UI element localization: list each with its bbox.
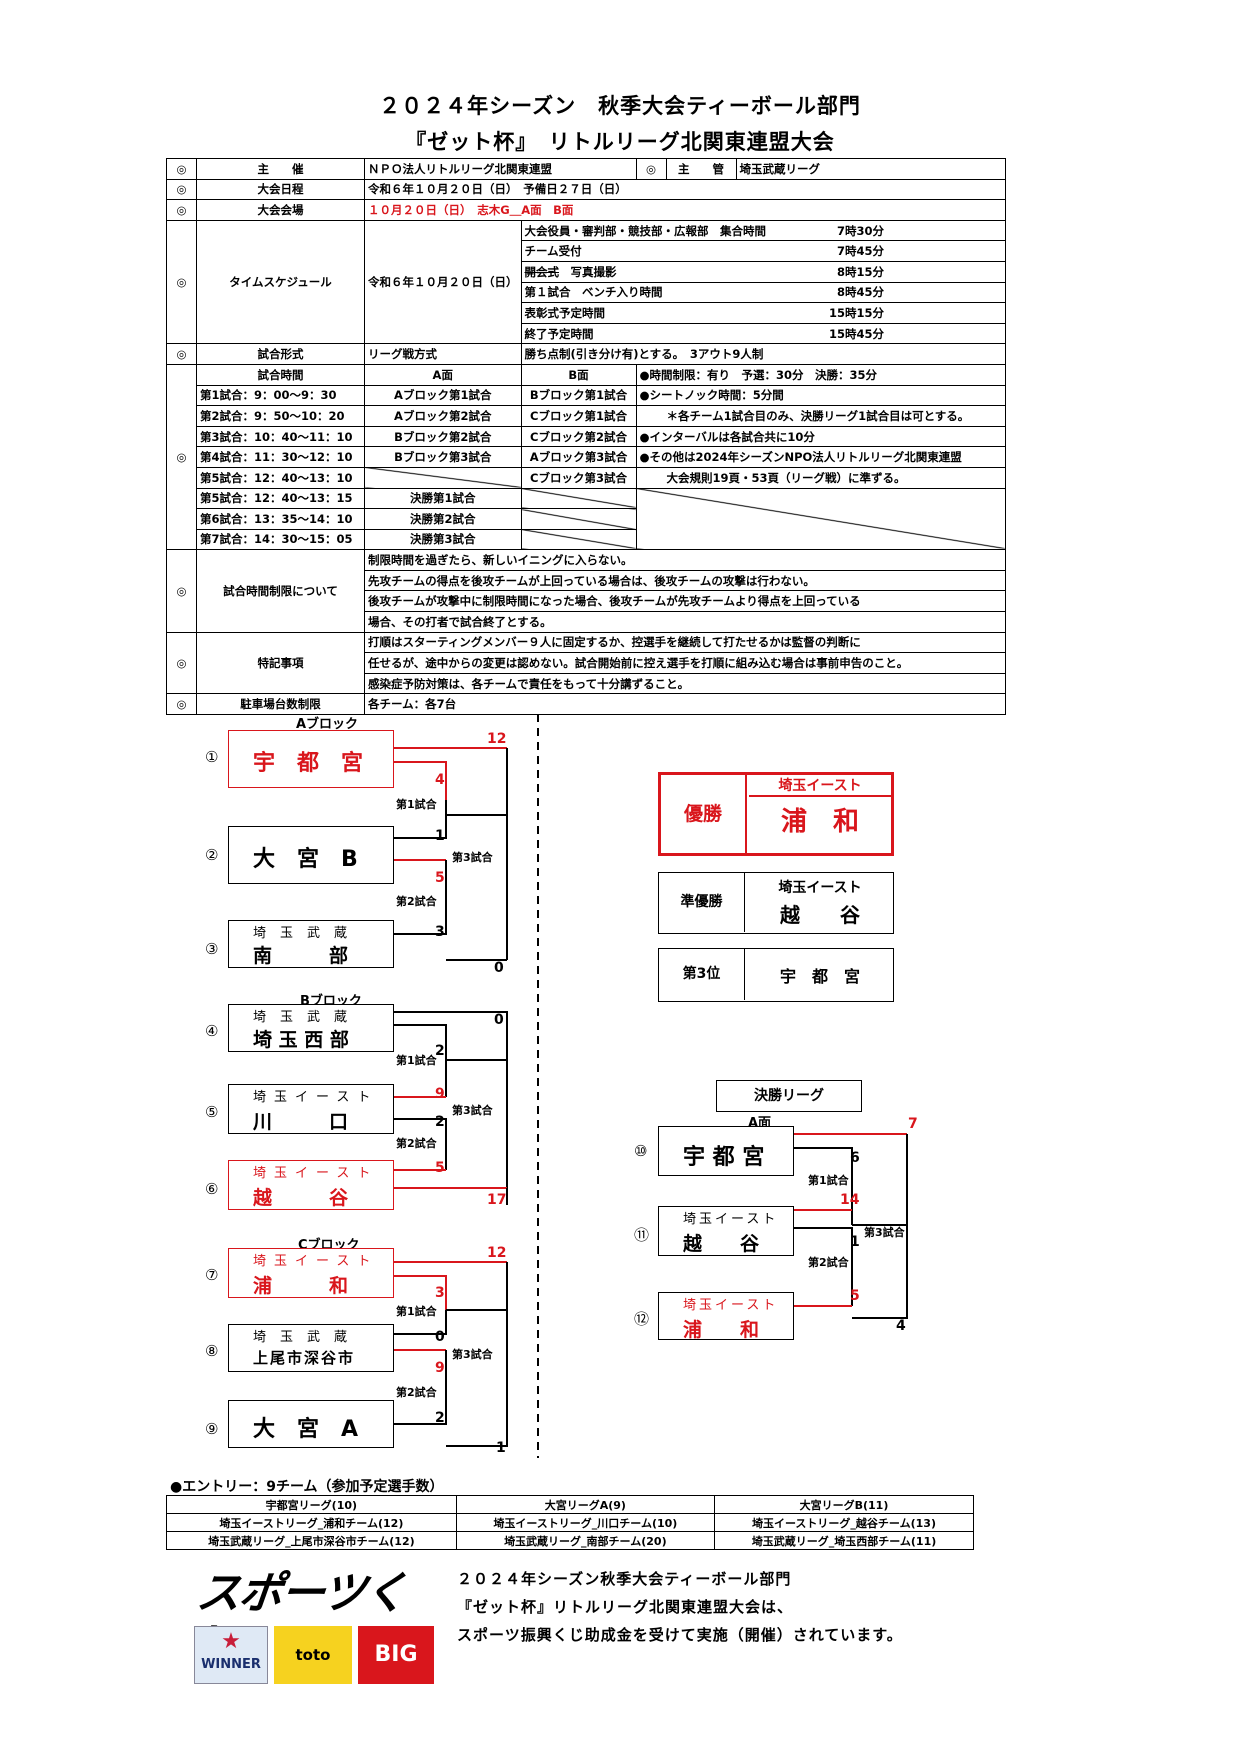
final-league-title: 決勝リーグ <box>716 1080 862 1112</box>
block-a-label: Aブロック <box>296 717 359 732</box>
footer-line-2: 『ゼット杯』リトルリーグ北関東連盟大会は、 <box>457 1598 794 1616</box>
team-number: ① <box>205 748 219 766</box>
team-box-9: 大 宮 A <box>228 1400 394 1448</box>
document-subtitle: 『ゼット杯』 リトルリーグ北関東連盟大会 <box>405 130 835 154</box>
entry-table: 宇都宮リーグ(10)大宮リーグA(9)大宮リーグB(11) 埼玉イーストリーグ_… <box>166 1495 975 1550</box>
team-box-1: 宇 都 宮 <box>228 730 394 788</box>
team-box-6: 埼玉イースト越 谷 <box>228 1160 394 1210</box>
entry-title: ●エントリー：9チーム（参加予定選手数） <box>170 1479 444 1495</box>
document-title: ２０２４年シーズン 秋季大会ティーボール部門 <box>379 94 861 118</box>
third-place-box: 第3位 宇 都 宮 <box>658 948 894 1002</box>
champion-box: 優勝 埼玉イースト 浦 和 <box>658 772 894 856</box>
venue: １０月２０日（日） 志木G＿A面 B面 <box>364 199 1006 221</box>
team-box-5: 埼玉イースト川 口 <box>228 1084 394 1134</box>
team-box-7: 埼玉イースト浦 和 <box>228 1248 394 1298</box>
sports-kuji-logo: スポーツくじ ★ WINNER toto BIG <box>189 1568 434 1688</box>
info-table: ◎ 主 催 ＮＰＯ法人リトルリーグ北関東連盟 ◎ 主 管 埼玉武蔵リーグ ◎ 大… <box>166 158 1006 716</box>
final-team-12: 埼玉イースト浦 和 <box>658 1292 794 1341</box>
final-team-10: 宇 都 宮 <box>658 1126 794 1176</box>
runner-up-box: 準優勝 埼玉イースト 越 谷 <box>658 872 894 934</box>
final-team-11: 埼玉イースト越 谷 <box>658 1206 794 1256</box>
team-box-3: 埼玉武蔵南 部 <box>228 920 394 968</box>
footer-line-1: ２０２４年シーズン秋季大会ティーボール部門 <box>457 1570 792 1588</box>
footer-line-3: スポーツ振興くじ助成金を受けて実施（開催）されています。 <box>457 1626 903 1644</box>
team-box-8: 埼玉武蔵上尾市深谷市 <box>228 1324 394 1372</box>
team-box-2: 大 宮 B <box>228 826 394 884</box>
team-box-4: 埼玉武蔵埼 玉 西 部 <box>228 1004 394 1052</box>
